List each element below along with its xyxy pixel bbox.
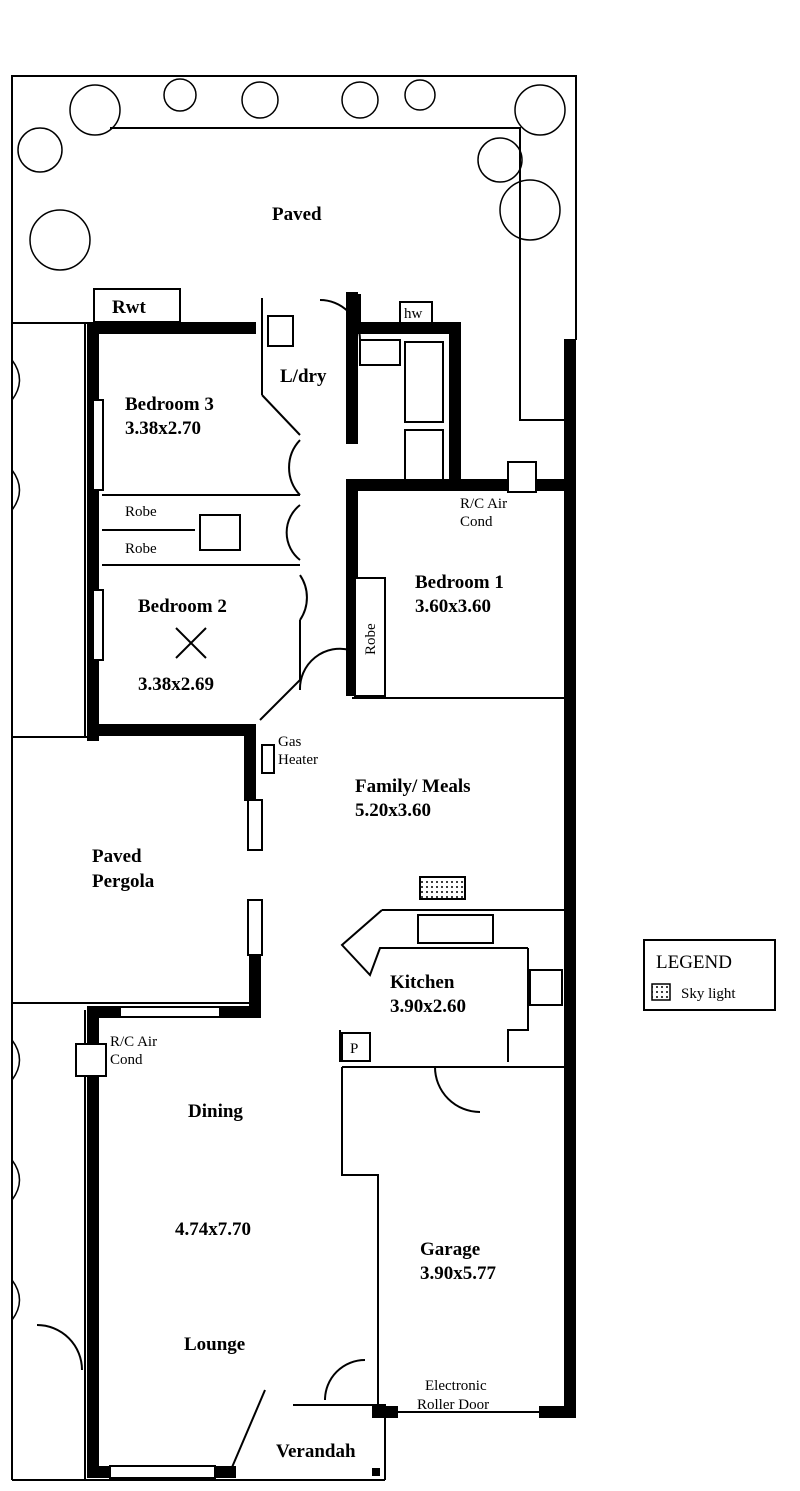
garage-label: Garage — [420, 1239, 480, 1260]
bedroom1-label: Bedroom 1 — [415, 572, 504, 593]
bedroom3-size: 3.38x2.70 — [125, 418, 201, 439]
aircon-label: R/C Air — [460, 496, 507, 512]
hw-label: hw — [404, 306, 423, 322]
roller-door-label: Electronic — [425, 1378, 487, 1394]
rainwater-tank — [93, 288, 181, 323]
robe-label: Robe — [125, 504, 157, 520]
lounge-label: Lounge — [184, 1334, 245, 1355]
family-label: Family/ Meals — [355, 776, 471, 797]
gas-heater-label: Gas — [278, 734, 301, 750]
fixtures — [75, 315, 563, 1479]
kitchen-size: 3.90x2.60 — [390, 996, 466, 1017]
pergola-label: Pergola — [92, 871, 155, 892]
pantry-label: P — [350, 1041, 358, 1057]
pergola-label: Paved — [92, 846, 142, 867]
skylight — [419, 876, 466, 900]
laundry-label: L/dry — [280, 366, 327, 387]
property-boundary — [11, 75, 577, 1481]
verandah-label: Verandah — [276, 1441, 356, 1462]
roller-door-label: Roller Door — [417, 1397, 489, 1413]
ceiling-fan-icon — [175, 627, 207, 659]
aircon-label: R/C Air — [110, 1034, 157, 1050]
dining-label: Dining — [188, 1101, 243, 1122]
legend-title: LEGEND — [656, 952, 732, 973]
legend-item-skylight: Sky light — [681, 986, 736, 1002]
interior-lines — [36, 298, 576, 1480]
robe-label: Robe — [125, 541, 157, 557]
kitchen-label: Kitchen — [390, 972, 455, 993]
dining-lounge-size: 4.74x7.70 — [175, 1219, 251, 1240]
family-size: 5.20x3.60 — [355, 800, 431, 821]
bedroom2-size: 3.38x2.69 — [138, 674, 214, 695]
walls — [87, 292, 576, 1478]
bedroom3-label: Bedroom 3 — [125, 394, 214, 415]
rwt-label: Rwt — [112, 297, 146, 318]
gas-heater-label: Heater — [278, 752, 318, 768]
robe-label: Robe — [363, 623, 379, 655]
aircon-label: Cond — [110, 1052, 143, 1068]
paved-label: Paved — [272, 204, 322, 225]
bedroom1-size: 3.60x3.60 — [415, 596, 491, 617]
garage-size: 3.90x5.77 — [420, 1263, 497, 1284]
skylight-swatch-icon — [651, 983, 671, 1001]
bedroom2-label: Bedroom 2 — [138, 596, 227, 617]
garden-shrubs — [11, 78, 566, 1321]
legend: LEGEND Sky light — [643, 939, 776, 1011]
aircon-label: Cond — [460, 514, 493, 530]
